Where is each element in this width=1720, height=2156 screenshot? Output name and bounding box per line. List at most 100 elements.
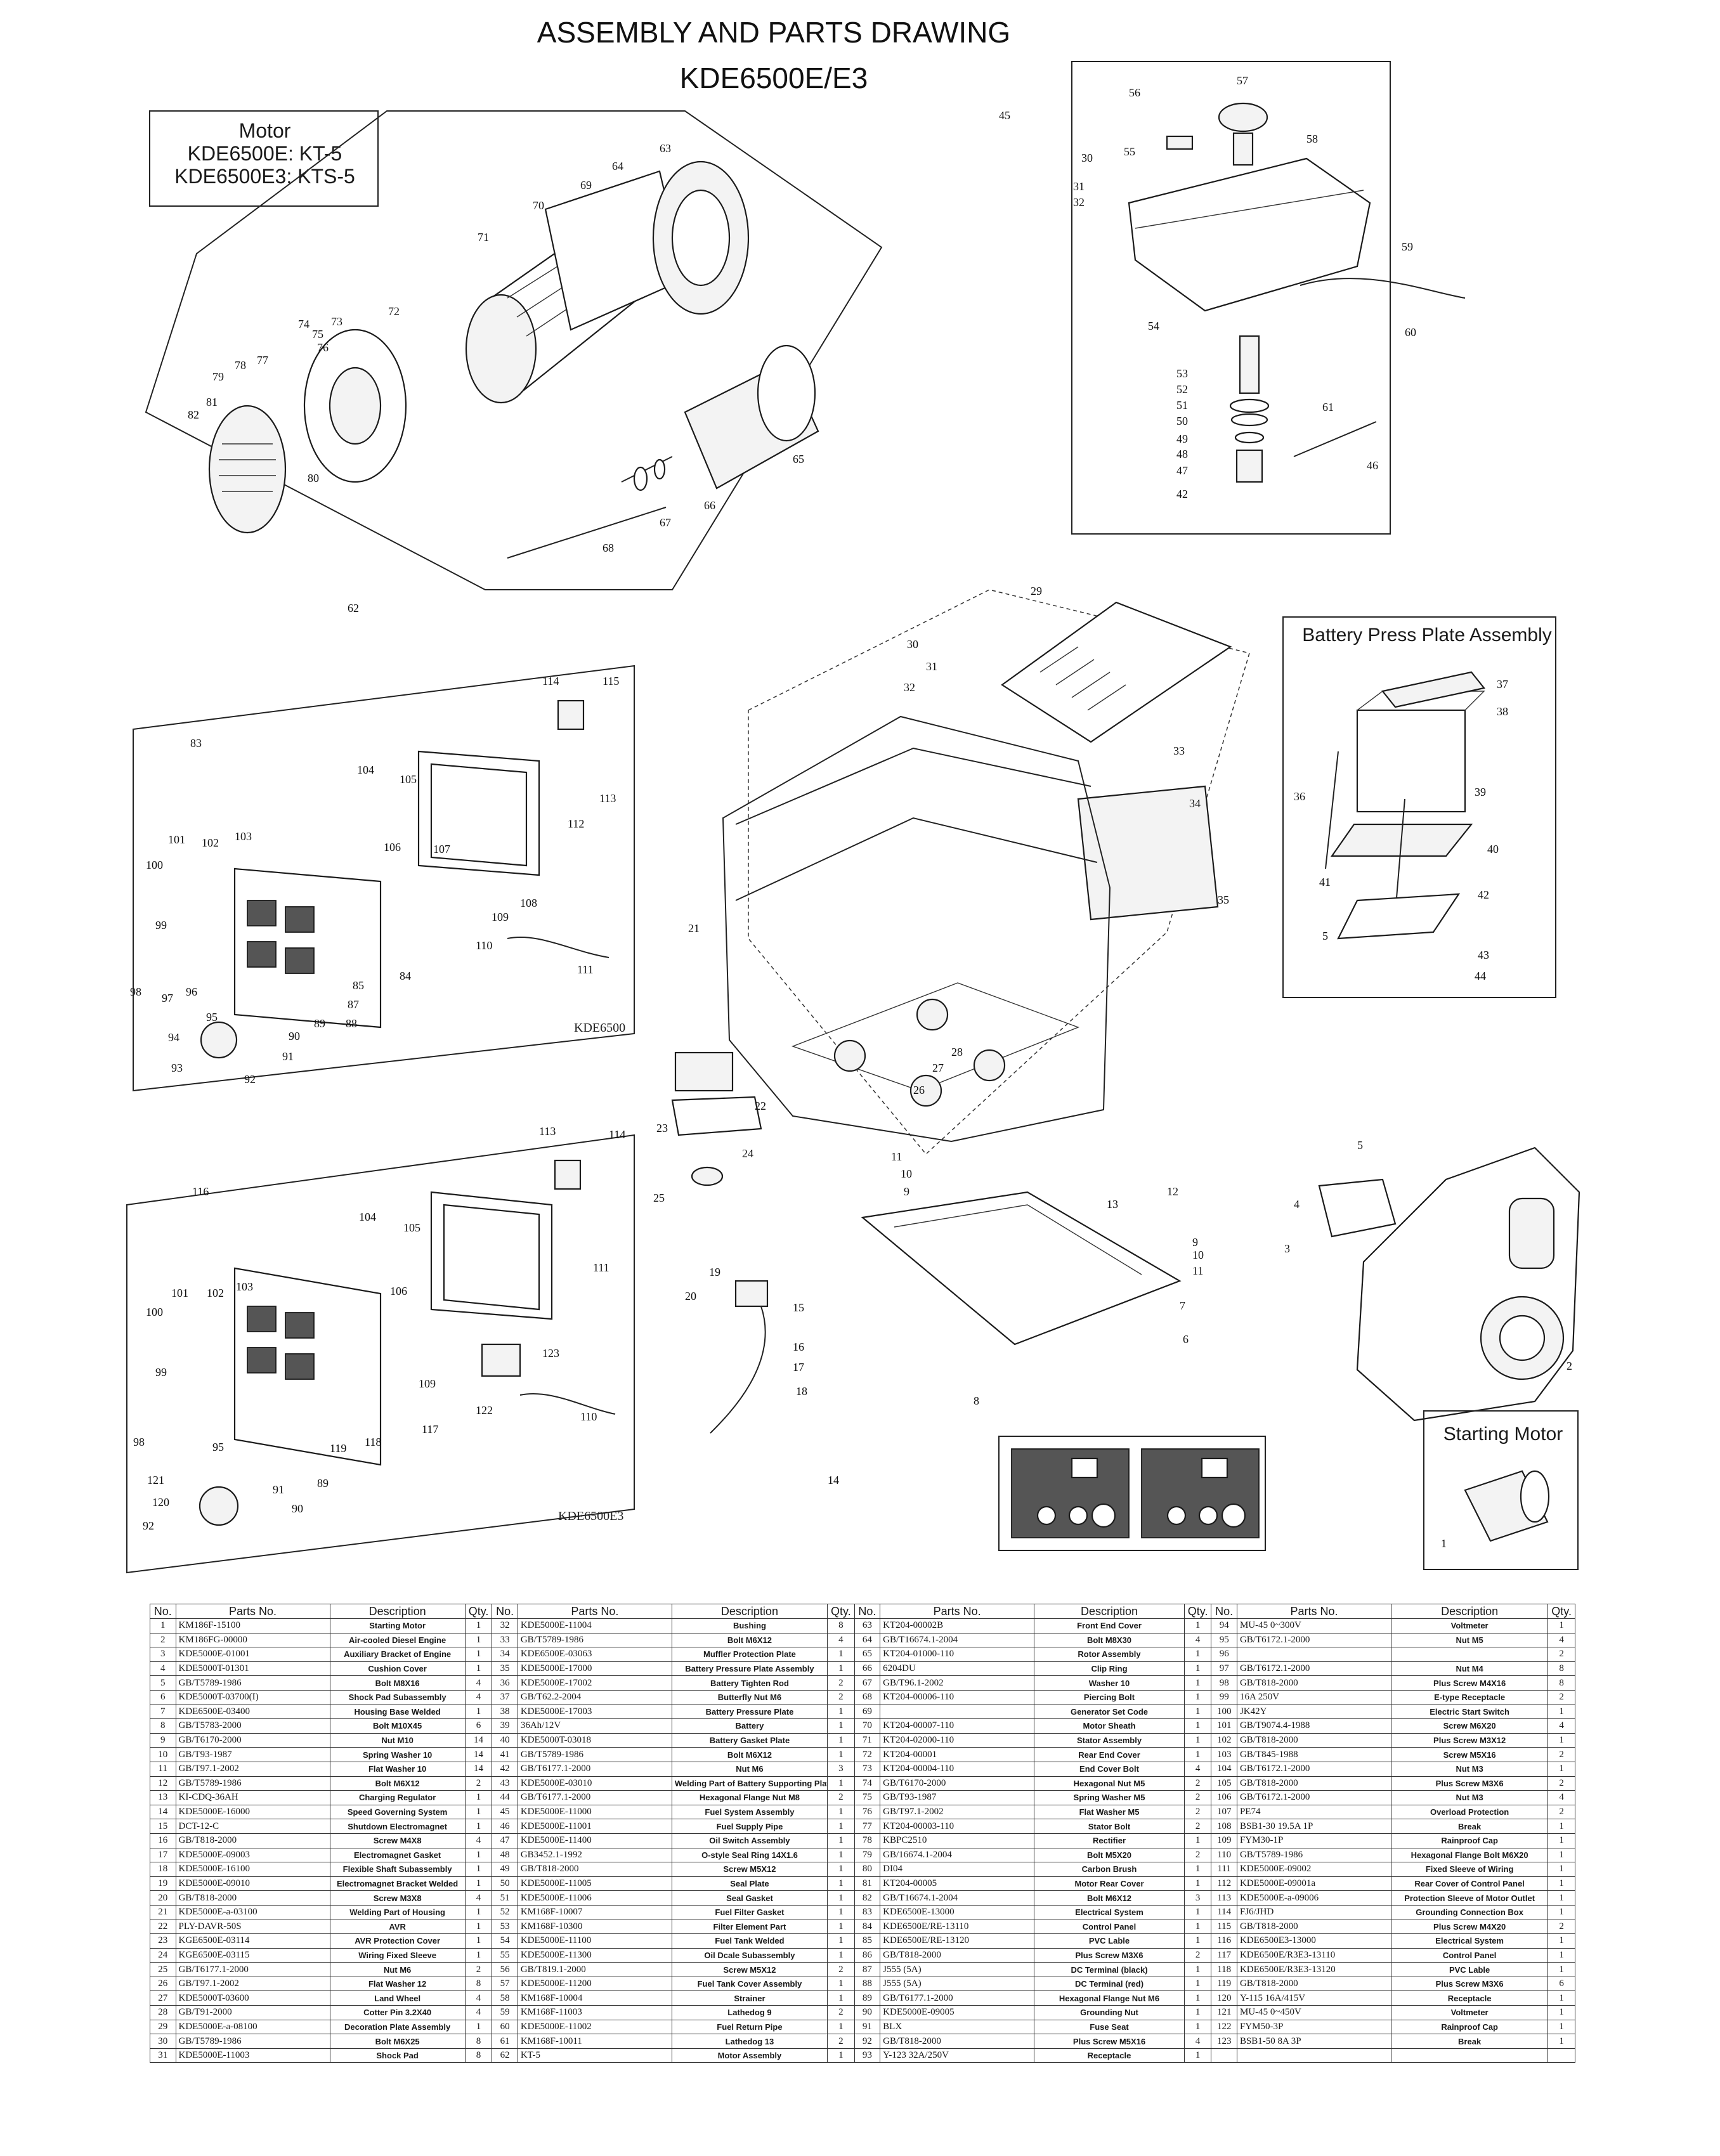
cell-parts-no: DCT-12-C <box>175 1819 330 1834</box>
cell-parts-no: J555 (5A) <box>880 1976 1035 1992</box>
cell-parts-no: GB/T16674.1-2004 <box>880 1632 1035 1648</box>
cell-parts-no: KDE6500E/R3E3-13110 <box>1236 1947 1391 1963</box>
cell-qty: 1 <box>464 1947 493 1963</box>
cell-description: Nut M5 <box>1390 1632 1549 1648</box>
svg-text:91: 91 <box>273 1483 284 1496</box>
cell-qty: 1 <box>464 2019 493 2035</box>
cell-no: 5 <box>150 1675 176 1691</box>
cell-description: Bolt M6X12 <box>671 1632 828 1648</box>
cell-no: 83 <box>854 1904 881 1920</box>
svg-text:15: 15 <box>793 1301 804 1314</box>
engine-group: 54 32 <box>1284 1139 1580 1422</box>
svg-text:1: 1 <box>1441 1537 1447 1550</box>
cell-description: Screw M5X16 <box>1390 1747 1549 1762</box>
cell-description: Motor Assembly <box>671 2048 828 2063</box>
cell-parts-no: GB/T62.2-2004 <box>517 1689 672 1705</box>
cell-qty: 8 <box>464 1976 493 1992</box>
cell-parts-no: MU-45 0~450V <box>1236 2005 1391 2020</box>
cell-no: 91 <box>854 2019 881 2035</box>
cell-parts-no: GB/T6170-2000 <box>880 1776 1035 1791</box>
cell-description: Battery Pressure Plate <box>671 1704 828 1720</box>
svg-text:53: 53 <box>1176 367 1188 380</box>
cell-description: Lathedog 13 <box>671 2034 828 2049</box>
cell-description: PVC Lable <box>1390 1962 1549 1977</box>
cell-description: Fuse Seat <box>1034 2019 1185 2035</box>
cell-qty: 1 <box>827 1819 855 1834</box>
svg-text:13: 13 <box>1107 1198 1118 1211</box>
cell-description: O-style Seal Ring 14X1.6 <box>671 1847 828 1863</box>
svg-text:68: 68 <box>603 542 614 554</box>
cell-no: 109 <box>1211 1833 1237 1848</box>
cell-parts-no: KDE5000E-11000 <box>517 1804 672 1820</box>
svg-text:104: 104 <box>357 763 374 776</box>
cell-no: 57 <box>492 1976 518 1992</box>
cell-description: Hexagonal Flange Nut M6 <box>1034 1990 1185 2006</box>
cell-qty: 2 <box>827 1689 855 1705</box>
cell-qty: 1 <box>1183 1647 1212 1662</box>
cell-qty: 2 <box>1547 1919 1575 1935</box>
svg-text:11: 11 <box>1192 1264 1203 1277</box>
svg-text:40: 40 <box>1487 843 1499 855</box>
avr-protection-cover <box>671 1096 762 1136</box>
svg-text:84: 84 <box>400 970 411 982</box>
cell-description: Grounding Connection Box <box>1390 1904 1549 1920</box>
cell-parts-no: Y-123 32A/250V <box>880 2048 1035 2063</box>
cell-description: DC Terminal (red) <box>1034 1976 1185 1992</box>
cell-parts-no: KDE5000E-17003 <box>517 1704 672 1720</box>
cell-parts-no: KGE6500E-03115 <box>175 1947 330 1963</box>
cell-parts-no: PLY-DAVR-50S <box>175 1919 330 1935</box>
cell-description: Carbon Brush <box>1034 1862 1185 1877</box>
cell-parts-no: KDE5000E-11004 <box>517 1618 672 1633</box>
cell-no: 71 <box>854 1732 881 1748</box>
svg-text:67: 67 <box>660 516 671 529</box>
cell-description: Plus Screw M3X6 <box>1034 1947 1185 1963</box>
svg-text:34: 34 <box>1189 797 1201 810</box>
cell-qty: 8 <box>1547 1661 1575 1677</box>
cell-qty: 1 <box>1183 1919 1212 1935</box>
col-header-qty: Qty. <box>464 1604 493 1619</box>
cell-qty: 1 <box>827 1890 855 1906</box>
cell-parts-no: KM186FG-00000 <box>175 1632 330 1648</box>
cell-qty: 2 <box>1183 1847 1212 1863</box>
svg-text:71: 71 <box>478 231 489 244</box>
cell-qty: 1 <box>1547 2005 1575 2020</box>
oil-switch <box>1235 449 1263 483</box>
cell-qty: 2 <box>1183 1819 1212 1834</box>
starting-motor-title: Starting Motor <box>1443 1424 1563 1445</box>
cell-description: Battery <box>671 1718 828 1734</box>
cell-no: 49 <box>492 1862 518 1877</box>
cell-no: 79 <box>854 1847 881 1863</box>
svg-text:58: 58 <box>1306 133 1318 145</box>
svg-text:101: 101 <box>168 833 185 846</box>
motor-label-kde6500e: KDE6500E: KT-5 <box>187 142 342 165</box>
cell-description: Plus Screw M3X12 <box>1390 1732 1549 1748</box>
cell-qty: 1 <box>1183 1618 1212 1633</box>
svg-text:92: 92 <box>244 1073 256 1086</box>
cell-qty: 4 <box>1547 1632 1575 1648</box>
cell-description: Plus Screw M4X16 <box>1390 1675 1549 1691</box>
svg-text:69: 69 <box>580 179 592 192</box>
col-header-qty: Qty. <box>1547 1604 1575 1619</box>
cell-qty: 1 <box>827 1776 855 1791</box>
svg-text:87: 87 <box>348 998 359 1011</box>
cell-qty: 1 <box>1547 1933 1575 1949</box>
cell-qty: 1 <box>1183 1990 1212 2006</box>
cell-qty: 8 <box>1547 1675 1575 1691</box>
cell-parts-no: GB/T16674.1-2004 <box>880 1890 1035 1906</box>
svg-text:11: 11 <box>891 1150 902 1163</box>
cell-qty: 4 <box>1547 1790 1575 1805</box>
cell-parts-no: GB/T5783-2000 <box>175 1718 330 1734</box>
auxiliary-bracket <box>1318 1178 1397 1238</box>
speed-governing-system <box>710 1280 769 1434</box>
svg-text:18: 18 <box>796 1385 807 1398</box>
cell-no: 43 <box>492 1776 518 1791</box>
